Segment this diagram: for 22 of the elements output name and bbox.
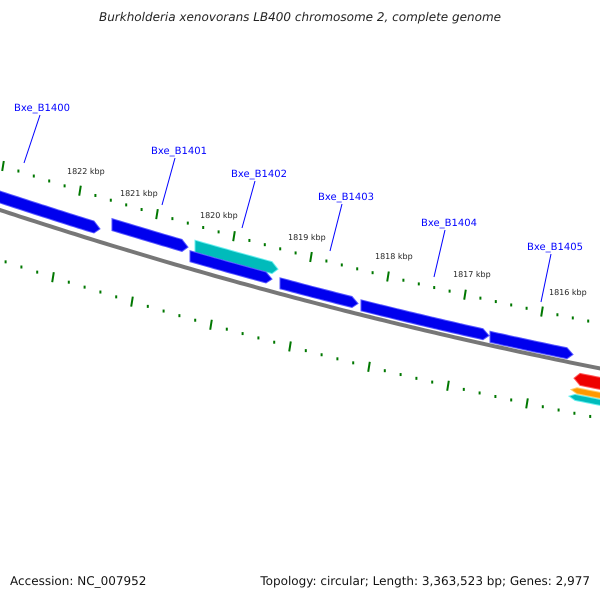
gene-label: Bxe_B1400 xyxy=(14,103,70,115)
scale-label: 1817 kbp xyxy=(453,270,491,280)
genome-info-text: Topology: circular; Length: 3,363,523 bp; Genes: 2,977 xyxy=(260,574,590,588)
leader-line xyxy=(242,180,256,228)
leader-line xyxy=(24,114,40,164)
title: Burkholderia xenovorans LB400 chromosome 2, complete genome xyxy=(98,10,502,24)
scale-label: 1818 kbp xyxy=(375,252,413,262)
scale-label: 1820 kbp xyxy=(200,211,238,221)
leader-line xyxy=(162,158,176,206)
scale-label: 1819 kbp xyxy=(288,233,326,243)
scale-label: 1821 kbp xyxy=(120,189,158,199)
scale-label: 1816 kbp xyxy=(549,288,587,298)
scale-label: 1822 kbp xyxy=(67,167,105,177)
leader-line xyxy=(330,204,342,252)
leader-line xyxy=(434,230,446,278)
gene-label: Bxe_B1402 xyxy=(231,169,287,181)
leader-line xyxy=(540,254,552,302)
gene-label: Bxe_B1403 xyxy=(318,192,374,204)
gene-label: Bxe_B1401 xyxy=(151,146,207,158)
accession-text: Accession: NC_007952 xyxy=(10,574,146,588)
gene-label: Bxe_B1404 xyxy=(421,218,477,230)
gene-label: Bxe_B1405 xyxy=(527,242,583,254)
